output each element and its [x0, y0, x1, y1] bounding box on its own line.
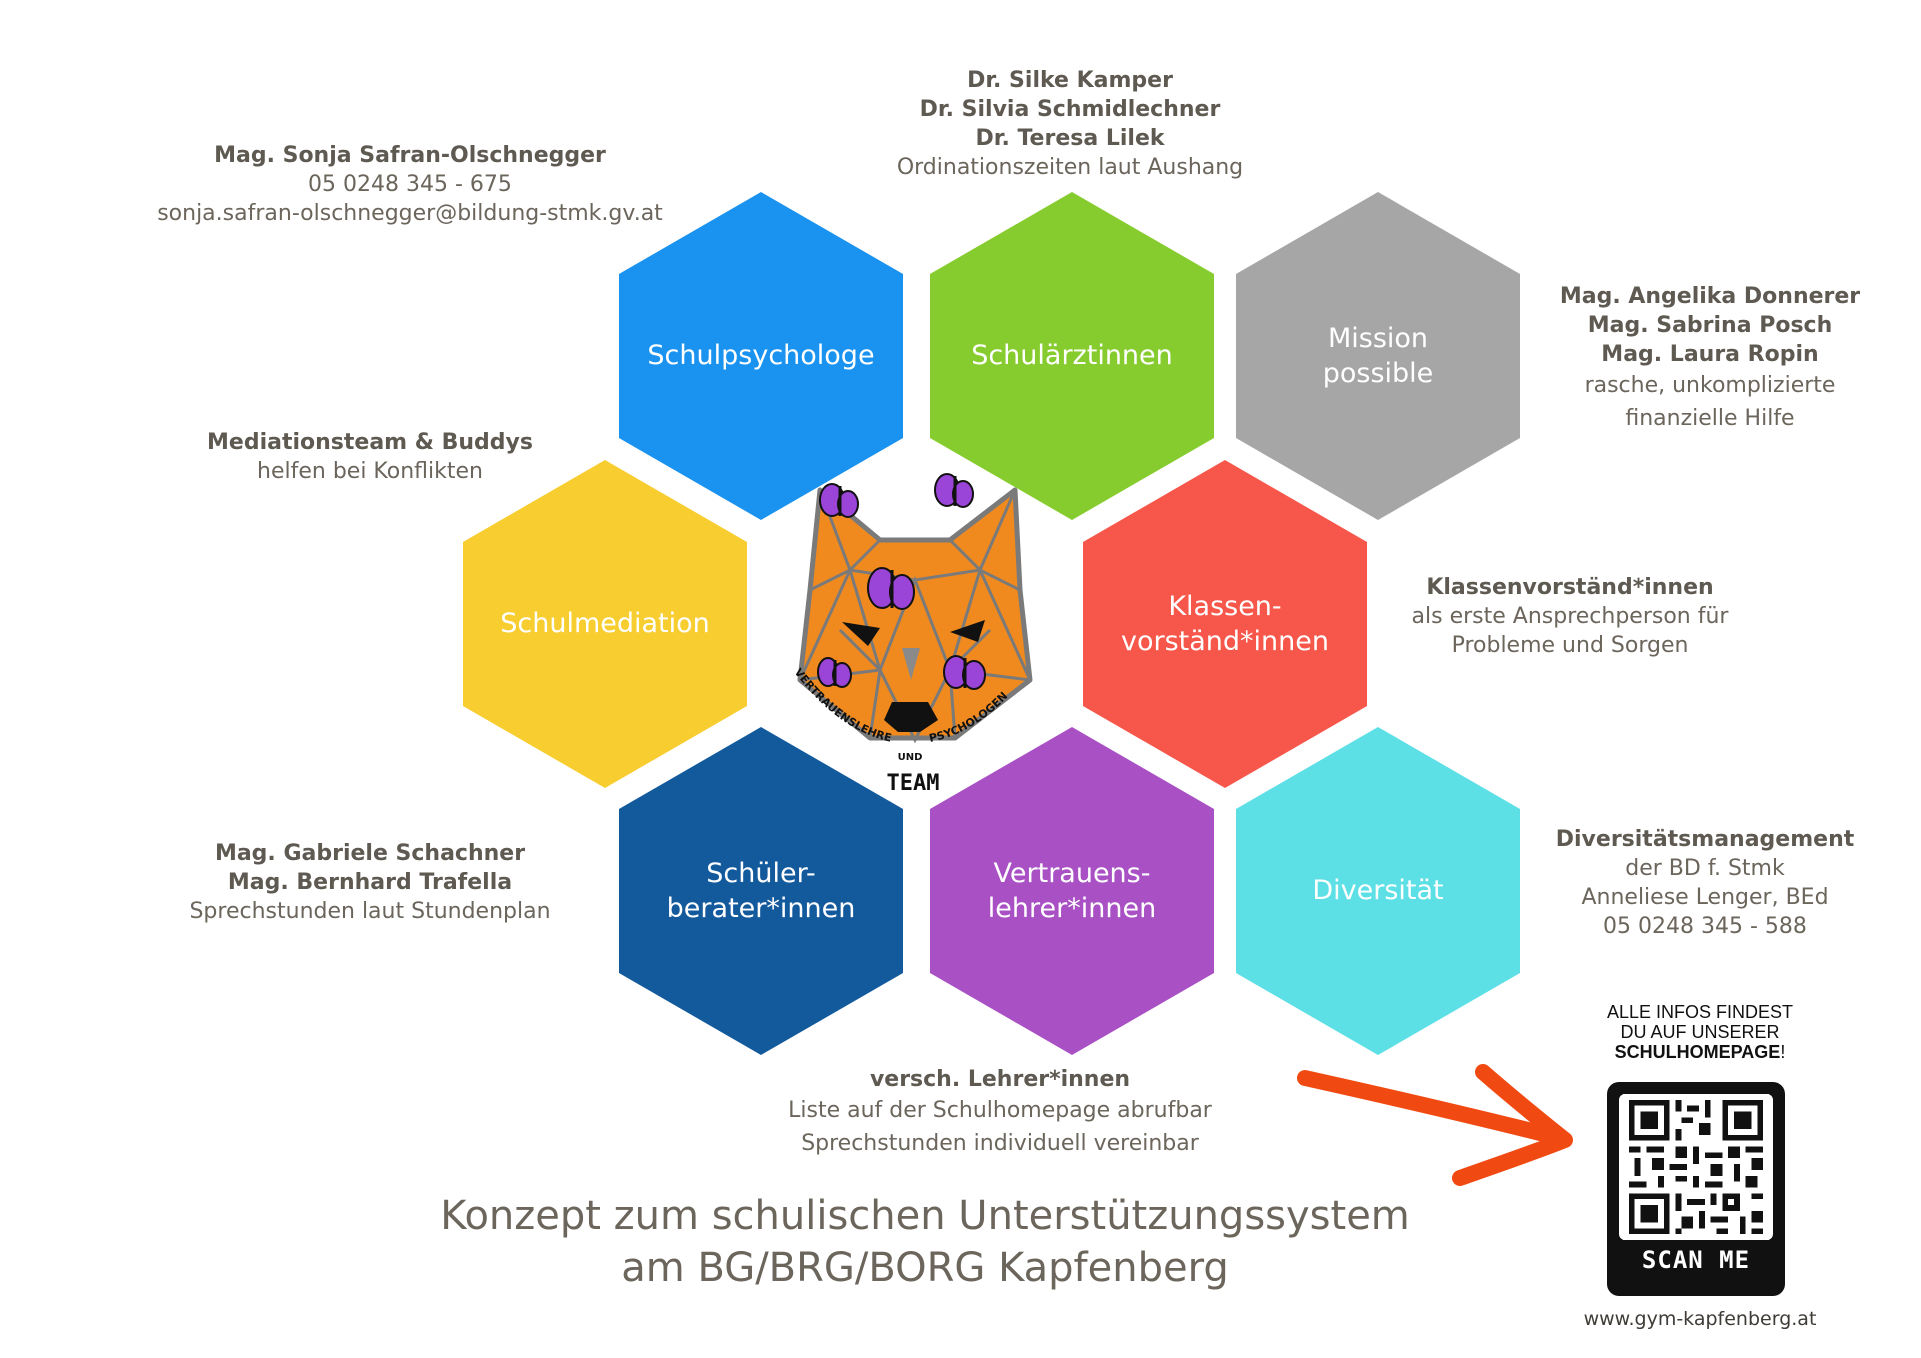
hex-label: Klassen- vorständ*innen [1121, 590, 1329, 657]
butterfly-icon [867, 567, 915, 610]
info-phone: 05 0248 345 - 675 [308, 172, 512, 197]
info-email: sonja.safran-olschnegger@bildung-stmk.gv… [157, 201, 663, 226]
qr-code[interactable] [1619, 1094, 1773, 1240]
website-link[interactable]: www.gym-kapfenberg.at [1583, 1308, 1817, 1330]
hex-vertrauenslehrer: Vertrauens- lehrer*innen [930, 727, 1214, 1055]
info-name: Dr. Teresa Lilek [975, 126, 1165, 151]
info-schulpsychologe: Mag. Sonja Safran-Olschnegger 05 0248 34… [120, 141, 700, 228]
hex-diversitaet: Diversität [1236, 727, 1520, 1055]
info-schuelerberater: Mag. Gabriele Schachner Mag. Bernhard Tr… [160, 839, 580, 926]
qr-intro-line: ALLE INFOS FINDEST [1606, 1002, 1794, 1022]
info-name: versch. Lehrer*innen [869, 1067, 1131, 1092]
hex-mission-possible: Mission possible [1236, 192, 1520, 520]
hex-label: Diversität [1312, 875, 1444, 907]
hex-label: Schulmediation [500, 608, 710, 640]
info-vertrauenslehrer: versch. Lehrer*innen Liste auf der Schul… [760, 1065, 1240, 1160]
info-note: rasche, unkomplizierte [1584, 373, 1836, 398]
info-diversitaet: Diversitätsmanagement der BD f. Stmk Ann… [1520, 825, 1890, 941]
hex-schuelerberater: Schüler- berater*innen [619, 727, 903, 1055]
logo-arc-mid: UND [898, 752, 923, 763]
info-name: Mag. Sonja Safran-Olschnegger [214, 143, 606, 168]
info-name: Mag. Sabrina Posch [1587, 313, 1833, 338]
hex-label: Mission possible [1322, 322, 1434, 389]
butterfly-icon [819, 483, 859, 518]
info-note: Probleme und Sorgen [1451, 633, 1689, 658]
info-name: Mag. Gabriele Schachner [214, 841, 526, 866]
info-mediation: Mediationsteam & Buddys helfen bei Konfl… [180, 428, 560, 486]
info-klassenvorstand: Klassenvorständ*innen als erste Ansprech… [1380, 573, 1760, 660]
info-name: Klassenvorständ*innen [1426, 575, 1714, 600]
fox-eye-left [842, 622, 880, 646]
qr-intro-line-3: SCHULHOMEPAGE! [1540, 1042, 1860, 1062]
info-note: Sprechstunden laut Stundenplan [189, 899, 551, 924]
qr-intro-bold: SCHULHOMEPAGE [1614, 1042, 1781, 1062]
info-note: Liste auf der Schulhomepage abrufbar [788, 1098, 1212, 1123]
hex-schulmediation: Schulmediation [463, 460, 747, 788]
butterfly-icon [943, 655, 986, 690]
fox-eye-right [950, 620, 985, 642]
info-name: Dr. Silvia Schmidlechner [919, 97, 1221, 122]
info-note: helfen bei Konflikten [257, 459, 483, 484]
qr-intro-line: DU AUF UNSERER [1620, 1022, 1780, 1042]
hex-klassenvorstaende: Klassen- vorständ*innen [1083, 460, 1367, 788]
page-title: Konzept zum schulischen Unterstützungssy… [300, 1190, 1550, 1294]
qr-code-icon [1623, 1094, 1769, 1240]
info-mission: Mag. Angelika Donnerer Mag. Sabrina Posc… [1510, 282, 1910, 435]
title-line: am BG/BRG/BORG Kapfenberg [621, 1245, 1229, 1291]
hex-label: Vertrauens- lehrer*innen [987, 857, 1157, 924]
info-note: Ordinationszeiten laut Aushang [896, 155, 1244, 180]
info-line: 05 0248 345 - 588 [1603, 914, 1807, 939]
butterfly-icon [934, 473, 974, 508]
hex-label: Schüler- berater*innen [666, 857, 856, 924]
hex-label: Schulpsychologe [647, 340, 875, 372]
info-line: Anneliese Lenger, BEd [1581, 885, 1829, 910]
title-line: Konzept zum schulischen Unterstützungssy… [440, 1193, 1410, 1239]
info-note: finanzielle Hilfe [1625, 406, 1795, 431]
info-name: Dr. Silke Kamper [967, 68, 1173, 93]
qr-intro: ALLE INFOS FINDEST DU AUF UNSERER SCHULH… [1540, 1002, 1860, 1062]
arrow-icon [1297, 1064, 1573, 1186]
logo-team: TEAM [887, 771, 940, 796]
info-note: Sprechstunden individuell vereinbar [801, 1131, 1199, 1156]
info-schulaerztinnen: Dr. Silke Kamper Dr. Silvia Schmidlechne… [830, 66, 1310, 182]
qr-code-card[interactable]: SCAN ME [1607, 1082, 1785, 1296]
qr-intro-end: ! [1780, 1042, 1786, 1062]
info-line: der BD f. Stmk [1625, 856, 1785, 881]
butterfly-icon [817, 657, 852, 688]
info-name: Diversitätsmanagement [1555, 827, 1855, 852]
info-name: Mediationsteam & Buddys [207, 430, 533, 455]
hex-label: Schulärztinnen [971, 340, 1173, 372]
info-name: Mag. Laura Ropin [1601, 342, 1819, 367]
info-name: Mag. Bernhard Trafella [227, 870, 513, 895]
info-note: als erste Ansprechperson für [1411, 604, 1729, 629]
info-name: Mag. Angelika Donnerer [1559, 284, 1861, 309]
fox-logo: VERTRAUENSLEHRER PSYCHOLOGEN UND TEAM [780, 470, 1033, 796]
scan-me-label: SCAN ME [1641, 1246, 1751, 1274]
fox-snout [902, 648, 920, 680]
fox-nose [884, 702, 938, 732]
